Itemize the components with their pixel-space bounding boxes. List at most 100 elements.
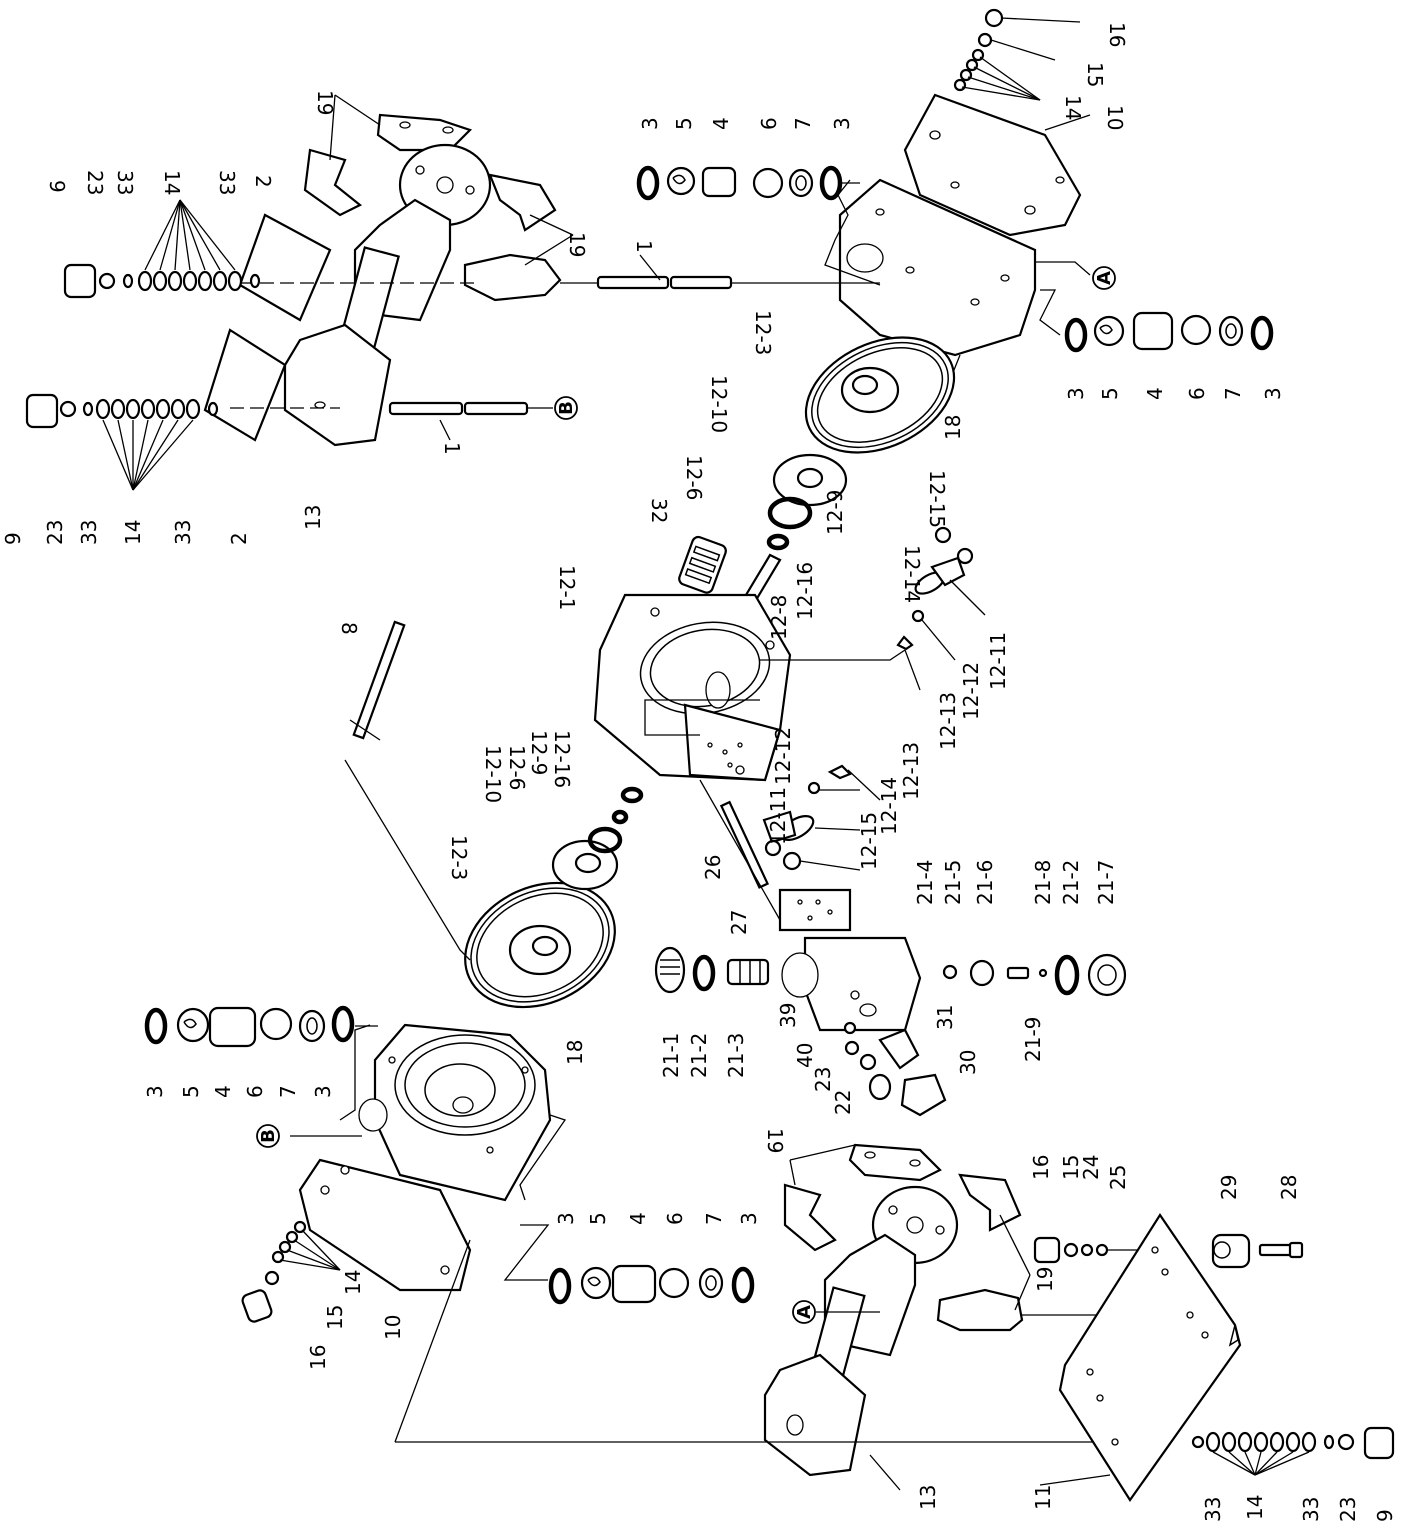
callout-15: 15 — [323, 1305, 347, 1330]
callout-12-15: 12-15 — [857, 812, 881, 870]
callout-11: 11 — [1031, 1485, 1055, 1510]
reference-circle-a-top: A — [1092, 266, 1116, 290]
callout-7: 7 — [791, 117, 815, 130]
callout-33: 33 — [77, 520, 101, 545]
callout-6: 6 — [757, 117, 781, 130]
callout-33: 33 — [113, 170, 137, 195]
muffler-32 — [678, 535, 727, 594]
callout-27: 27 — [727, 910, 751, 935]
callout-23: 23 — [43, 520, 67, 545]
callout-4: 4 — [211, 1085, 235, 1098]
ref-a-top: A — [1094, 271, 1115, 285]
callout-4: 4 — [709, 117, 733, 130]
callout-14: 14 — [1243, 1495, 1267, 1520]
callout-18: 18 — [941, 415, 965, 440]
callout-3: 3 — [1261, 387, 1285, 400]
callout-24: 24 — [1079, 1155, 1103, 1180]
callout-25: 25 — [1106, 1165, 1130, 1190]
washer-stack-lower — [25, 393, 219, 429]
valve-set-top — [636, 165, 843, 201]
ref-b-lower: B — [258, 1129, 279, 1143]
callout-33: 33 — [171, 520, 195, 545]
hardware-stack-left — [241, 1220, 307, 1323]
callout-10: 10 — [1103, 105, 1127, 130]
spool-left-parts — [654, 946, 770, 994]
ref-b-top: B — [556, 401, 577, 415]
callout-6: 6 — [1185, 387, 1209, 400]
callout-12-3: 12-3 — [447, 835, 471, 880]
callout-4: 4 — [1143, 387, 1167, 400]
callout-5: 5 — [672, 117, 696, 130]
callout-21-5: 21-5 — [941, 860, 965, 905]
outer-cover-top-right — [903, 93, 1082, 237]
callout-21-4: 21-4 — [913, 860, 937, 905]
callout-21-9: 21-9 — [1021, 1017, 1045, 1062]
callout-3: 3 — [638, 117, 662, 130]
callout-3: 3 — [311, 1085, 335, 1098]
center-block-12-1 — [593, 593, 792, 782]
diaphragm-plate-top — [772, 453, 848, 507]
callout-33: 33 — [215, 170, 239, 195]
callout-16: 16 — [306, 1345, 330, 1370]
callout-12-16: 12-16 — [550, 730, 574, 788]
callout-12-13: 12-13 — [899, 742, 923, 800]
callout-12-12: 12-12 — [771, 727, 795, 785]
callout-14: 14 — [160, 170, 184, 195]
diaphragm-plate-left — [551, 839, 619, 891]
rod-8 — [352, 620, 406, 740]
plate-27 — [778, 888, 852, 932]
callout-15: 15 — [1083, 62, 1107, 87]
callout-8: 8 — [337, 622, 361, 635]
manifold-top-lower — [203, 246, 400, 447]
callout-21-7: 21-7 — [1094, 860, 1118, 905]
oring-12-9-top — [766, 533, 790, 551]
manifold-bottom-upper — [783, 1143, 1024, 1357]
callout-7: 7 — [702, 1212, 726, 1225]
reference-circle-b-top: B — [554, 396, 578, 420]
callout-40: 40 — [793, 1043, 817, 1068]
callout-12-16: 12-16 — [793, 562, 817, 620]
fittings-lower-center — [843, 1021, 947, 1117]
callout-31: 31 — [933, 1005, 957, 1030]
callout-9: 9 — [1, 532, 25, 545]
callout-21-8: 21-8 — [1031, 860, 1055, 905]
callout-29: 29 — [1217, 1175, 1241, 1200]
callout-3: 3 — [554, 1212, 578, 1225]
callout-3: 3 — [143, 1085, 167, 1098]
washer-stack-upper — [63, 263, 261, 299]
tie-rod-top — [596, 275, 733, 290]
spool-right-parts — [942, 953, 1127, 997]
callout-22: 22 — [831, 1090, 855, 1115]
diaphragm-top — [804, 336, 956, 454]
valve-set-left — [144, 1005, 355, 1048]
callout-12-10: 12-10 — [707, 375, 731, 433]
callout-12-1: 12-1 — [555, 565, 579, 610]
callout-16: 16 — [1105, 22, 1129, 47]
valve-set-right — [1064, 311, 1274, 353]
callout-12-6: 12-6 — [505, 745, 529, 790]
callout-12-9: 12-9 — [823, 490, 847, 535]
callout-23: 23 — [811, 1067, 835, 1092]
callout-14: 14 — [121, 520, 145, 545]
washer-stack-bottom — [1191, 1426, 1395, 1460]
callout-14: 14 — [341, 1270, 365, 1295]
callout-3: 3 — [830, 117, 854, 130]
tie-rod-bottom — [388, 401, 529, 416]
reference-circle-a-bottom: A — [792, 1300, 816, 1324]
callout-39: 39 — [776, 1003, 800, 1028]
callout-9: 9 — [1373, 1509, 1397, 1522]
callout-5: 5 — [586, 1212, 610, 1225]
callout-13: 13 — [301, 505, 325, 530]
callout-18: 18 — [563, 1040, 587, 1065]
callout-7: 7 — [1221, 387, 1245, 400]
ref-a-bottom: A — [794, 1305, 815, 1319]
callout-12-8: 12-8 — [767, 595, 791, 640]
callout-labels: 16 15 14 10 3 5 4 6 7 3 3 5 4 6 7 3 18 1… — [1, 22, 1397, 1522]
callout-12-6: 12-6 — [682, 455, 706, 500]
callout-12-10: 12-10 — [481, 745, 505, 803]
callout-12-15: 12-15 — [925, 470, 949, 528]
callout-21-2: 21-2 — [687, 1033, 711, 1078]
callout-12-9: 12-9 — [527, 730, 551, 775]
callout-6: 6 — [243, 1085, 267, 1098]
callout-3: 3 — [1064, 387, 1088, 400]
